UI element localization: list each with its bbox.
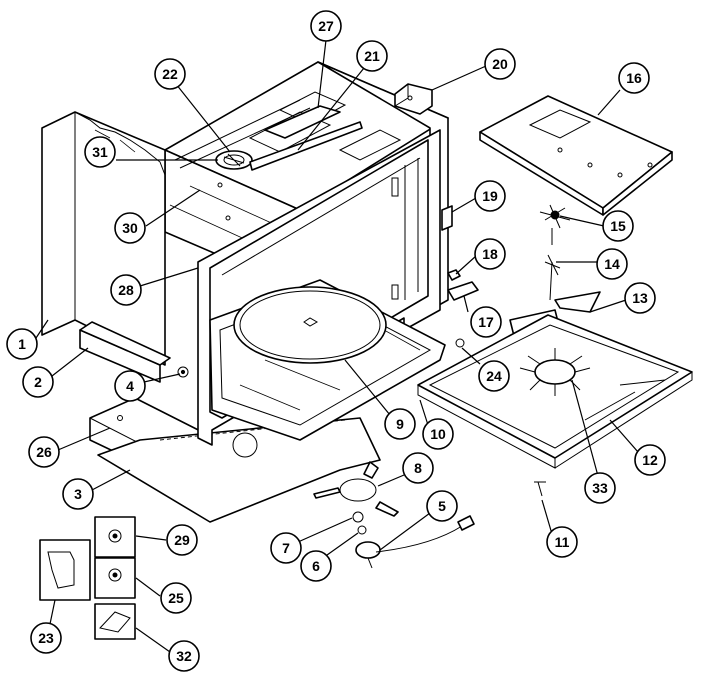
svg-text:5: 5 bbox=[438, 498, 446, 514]
svg-text:6: 6 bbox=[312, 558, 320, 574]
latch-19 bbox=[441, 205, 453, 231]
callout-8: 8 bbox=[402, 452, 434, 484]
callout-31: 31 bbox=[84, 136, 116, 168]
callout-33: 33 bbox=[584, 472, 616, 504]
motor-5 bbox=[355, 515, 475, 569]
callout-18: 18 bbox=[474, 238, 506, 270]
callout-22: 22 bbox=[154, 58, 186, 90]
screw-11 bbox=[534, 481, 546, 497]
svg-text:10: 10 bbox=[430, 426, 446, 442]
callout-12: 12 bbox=[634, 444, 666, 476]
callout-16: 16 bbox=[618, 62, 650, 94]
svg-text:26: 26 bbox=[36, 444, 52, 460]
callout-11: 11 bbox=[546, 526, 578, 558]
small-bracket-20 bbox=[394, 83, 433, 115]
svg-text:25: 25 bbox=[168, 590, 184, 606]
svg-text:24: 24 bbox=[486, 368, 502, 384]
coupler-15 bbox=[539, 204, 571, 245]
svg-text:33: 33 bbox=[592, 480, 608, 496]
switch-25 bbox=[94, 557, 136, 599]
callout-14: 14 bbox=[596, 248, 628, 280]
svg-text:29: 29 bbox=[174, 532, 190, 548]
washer-6 bbox=[357, 525, 367, 535]
switch-29 bbox=[94, 516, 136, 558]
svg-text:16: 16 bbox=[626, 70, 642, 86]
svg-text:31: 31 bbox=[92, 144, 108, 160]
callout-21: 21 bbox=[356, 40, 388, 72]
callout-26: 26 bbox=[28, 436, 60, 468]
svg-text:23: 23 bbox=[38, 630, 54, 646]
svg-text:11: 11 bbox=[555, 534, 570, 550]
callout-23: 23 bbox=[30, 622, 62, 654]
callout-7: 7 bbox=[270, 532, 302, 564]
callout-17: 17 bbox=[470, 306, 502, 338]
callout-27: 27 bbox=[310, 10, 342, 42]
actuator-32 bbox=[94, 603, 136, 640]
callout-3: 3 bbox=[62, 478, 94, 510]
svg-text:18: 18 bbox=[482, 246, 498, 262]
callout-4: 4 bbox=[114, 370, 146, 402]
coupling-7 bbox=[352, 511, 364, 523]
callout-2: 2 bbox=[22, 366, 54, 398]
callout-32: 32 bbox=[168, 640, 200, 672]
callout-19: 19 bbox=[474, 180, 506, 212]
svg-text:22: 22 bbox=[162, 66, 178, 82]
svg-text:30: 30 bbox=[122, 220, 138, 236]
cover-23 bbox=[39, 539, 91, 601]
svg-text:17: 17 bbox=[478, 314, 494, 330]
callout-13: 13 bbox=[624, 282, 656, 314]
svg-text:7: 7 bbox=[282, 540, 290, 556]
callout-25: 25 bbox=[160, 582, 192, 614]
svg-text:19: 19 bbox=[482, 188, 498, 204]
callout-28: 28 bbox=[110, 274, 142, 306]
svg-text:15: 15 bbox=[610, 218, 626, 234]
svg-text:8: 8 bbox=[414, 460, 422, 476]
callout-29: 29 bbox=[166, 524, 198, 556]
svg-text:12: 12 bbox=[642, 452, 658, 468]
svg-text:3: 3 bbox=[74, 486, 82, 502]
roller-ring-8 bbox=[313, 461, 399, 517]
svg-text:1: 1 bbox=[18, 336, 26, 352]
svg-text:13: 13 bbox=[632, 290, 648, 306]
svg-text:9: 9 bbox=[396, 416, 404, 432]
callout-10: 10 bbox=[422, 418, 454, 450]
svg-text:20: 20 bbox=[492, 56, 508, 72]
part-24 bbox=[455, 338, 465, 348]
base-bracket-left bbox=[79, 321, 171, 383]
svg-text:2: 2 bbox=[34, 374, 42, 390]
callout-20: 20 bbox=[484, 48, 516, 80]
callout-6: 6 bbox=[300, 550, 332, 582]
svg-text:32: 32 bbox=[176, 648, 192, 664]
svg-text:14: 14 bbox=[604, 256, 620, 272]
tab-17 bbox=[447, 281, 479, 301]
svg-text:21: 21 bbox=[364, 48, 380, 64]
stirrer-assembly bbox=[215, 105, 363, 171]
svg-text:4: 4 bbox=[126, 378, 134, 394]
fastener-4 bbox=[177, 366, 189, 378]
antenna-33 bbox=[519, 348, 591, 396]
callout-5: 5 bbox=[426, 490, 458, 522]
callout-1: 1 bbox=[6, 328, 38, 360]
leader-lines bbox=[35, 39, 639, 653]
callout-24: 24 bbox=[478, 360, 510, 392]
callout-15: 15 bbox=[602, 210, 634, 242]
svg-text:27: 27 bbox=[318, 18, 334, 34]
callout-9: 9 bbox=[384, 408, 416, 440]
callout-30: 30 bbox=[114, 212, 146, 244]
shaft-14 bbox=[544, 254, 561, 301]
turntable-tray bbox=[233, 286, 387, 364]
top-cover-plate bbox=[479, 95, 673, 216]
svg-text:28: 28 bbox=[118, 282, 134, 298]
